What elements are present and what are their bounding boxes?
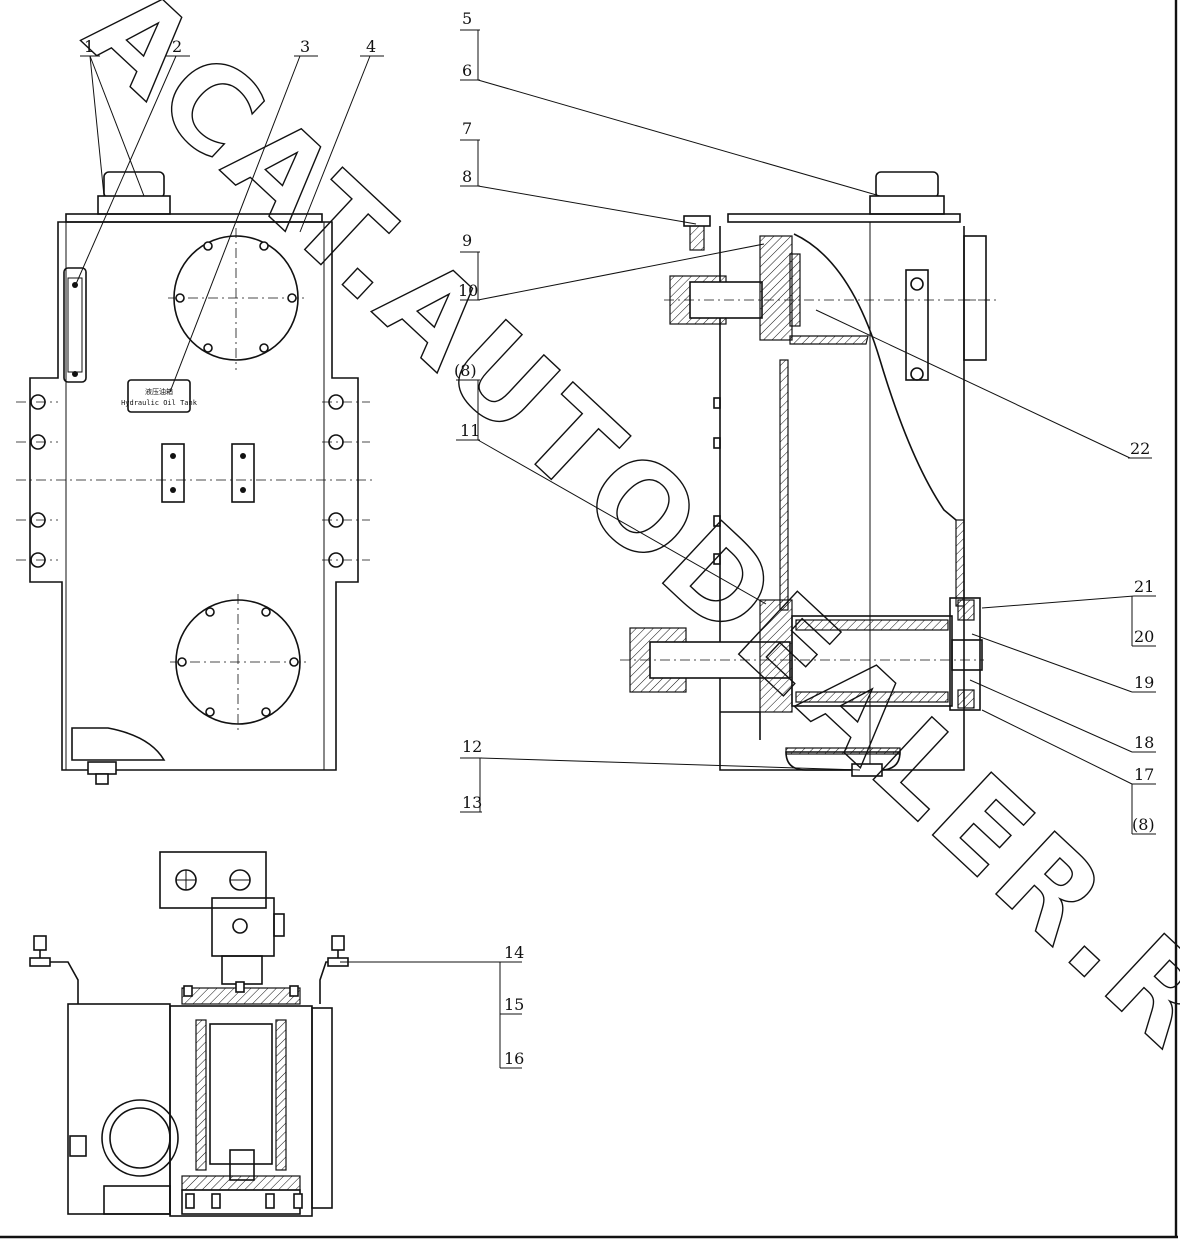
nameplate-line2: Hydraulic Oil Tank [121, 399, 198, 407]
leader-lines [75, 29, 1156, 1069]
callout-14: 14 [504, 943, 524, 962]
watermark-text: ACAT.AUTODEALER.RU [61, 0, 1180, 1145]
callout-6: 6 [462, 61, 472, 80]
callout-8: 8 [462, 167, 472, 186]
callout-21: 21 [1134, 577, 1154, 596]
callout-8-ref-b: (8) [1132, 815, 1155, 834]
callout-5: 5 [462, 9, 472, 28]
callout-8-ref-a: (8) [454, 361, 477, 380]
callout-labels: 1 2 3 4 5 6 7 8 9 10 (8) 11 12 13 14 15 … [84, 9, 1155, 1068]
callout-20: 20 [1134, 627, 1154, 646]
callout-2: 2 [172, 37, 182, 56]
callout-11: 11 [460, 421, 480, 440]
callout-10: 10 [458, 281, 478, 300]
filter-detail-view [29, 851, 349, 1217]
callout-15: 15 [504, 995, 524, 1014]
callout-1: 1 [84, 37, 94, 56]
callout-7: 7 [462, 119, 472, 138]
callout-4: 4 [366, 37, 376, 56]
callout-9: 9 [462, 231, 472, 250]
front-view [16, 171, 372, 785]
callout-19: 19 [1134, 673, 1154, 692]
side-section-view [620, 171, 998, 777]
nameplate: 液压油箱 Hydraulic Oil Tank [121, 379, 198, 413]
nameplate-line1: 液压油箱 [145, 387, 173, 396]
callout-17: 17 [1134, 765, 1154, 784]
callout-22: 22 [1130, 439, 1150, 458]
watermark: ACAT.AUTODEALER.RU [60, 0, 1180, 1146]
callout-18: 18 [1134, 733, 1154, 752]
callout-16: 16 [504, 1049, 524, 1068]
callout-12: 12 [462, 737, 482, 756]
callout-13: 13 [462, 793, 482, 812]
callout-3: 3 [300, 37, 310, 56]
